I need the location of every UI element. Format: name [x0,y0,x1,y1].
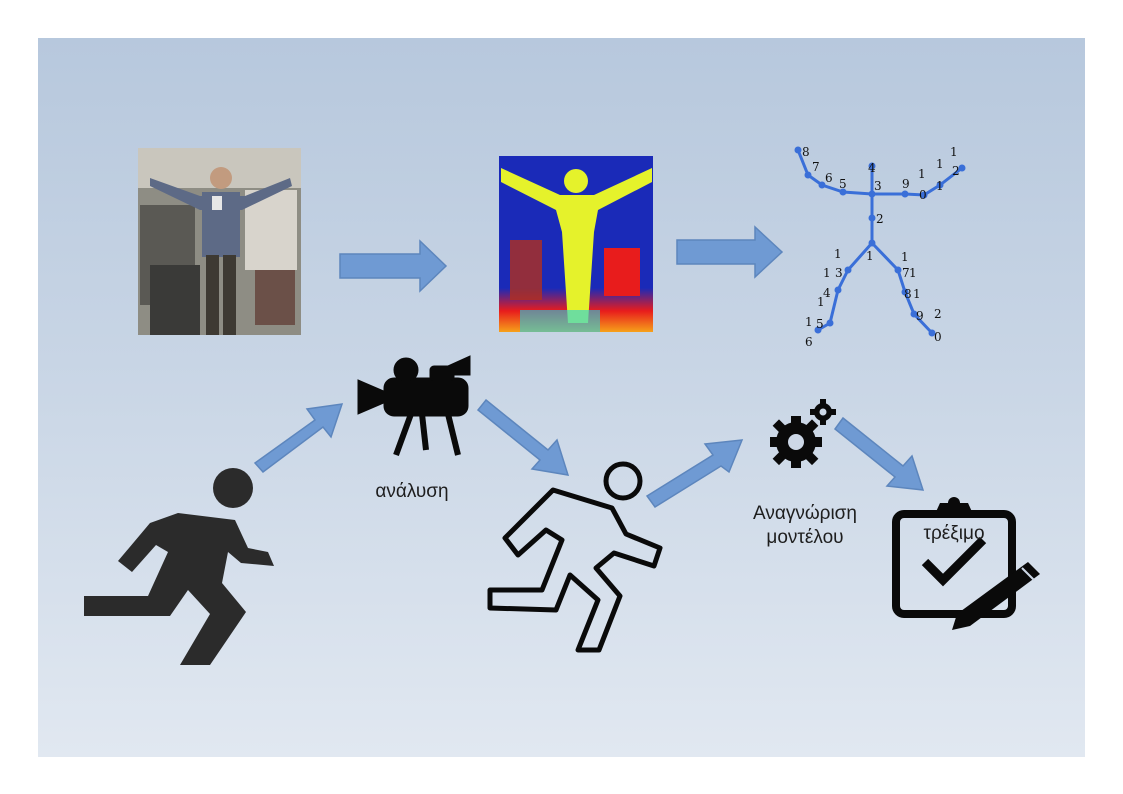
joint-label: 7 [812,160,820,174]
joint-label: 2 [934,307,942,321]
joint-label: 1 [950,145,958,159]
skeleton-joint-labels: 8 7 6 5 4 3 9 1 1 0 1 2 1 2 1 1 1 3 1 7 … [802,145,960,349]
result-label: τρέξιμο [923,523,985,544]
joint-label: 1 [918,167,926,181]
joint-label: 3 [874,179,882,193]
joint-label: 1 [805,315,813,329]
joint-label: 1 [909,266,917,280]
joint-label: 1 [913,287,921,301]
joint-label: 6 [825,171,833,185]
running-person-solid-icon [84,468,274,665]
joint-label: 8 [802,145,810,159]
joint-label: 1 [823,266,831,280]
arrow-runner-to-gears [645,439,744,509]
joint-label: 0 [934,330,942,344]
clipboard-check-icon [892,497,1040,630]
joint-label: 1 [866,249,874,263]
joint-label: 2 [952,164,960,178]
joint-label: 0 [919,188,927,202]
joint-label: 5 [816,317,824,331]
arrow-camera-to-runner [476,398,570,476]
person-photo-icon [138,148,301,335]
joint-label: 1 [936,179,944,193]
joint-label: 5 [839,177,847,191]
joint-label: 1 [834,247,842,261]
joint-label: 6 [805,335,813,349]
arrow-runner-to-camera [253,403,344,474]
joint-label: 1 [901,250,909,264]
joint-label: 3 [835,266,843,280]
joint-label: 7 [902,266,910,280]
gears-icon [770,399,836,468]
joint-label: 1 [817,295,825,309]
joint-label: 9 [902,177,910,191]
joint-label: 1 [936,157,944,171]
arrow-photo-to-depth [339,239,448,293]
analysis-label: ανάλυση [375,481,449,502]
recognition-label-line1: Αναγνώριση [753,503,857,524]
joint-label: 2 [876,212,884,226]
joint-label: 4 [823,286,831,300]
arrow-gears-to-clipboard [833,416,925,491]
arrow-depth-to-skeleton [676,225,784,279]
recognition-label-line2: μοντέλου [766,527,844,548]
joint-label: 9 [916,309,924,323]
joint-label: 8 [904,287,912,301]
joint-label: 4 [868,161,876,175]
video-camera-icon [357,355,471,457]
skeleton-joints [794,146,966,337]
depth-map-icon [499,156,653,332]
running-person-outline-icon [487,461,663,653]
